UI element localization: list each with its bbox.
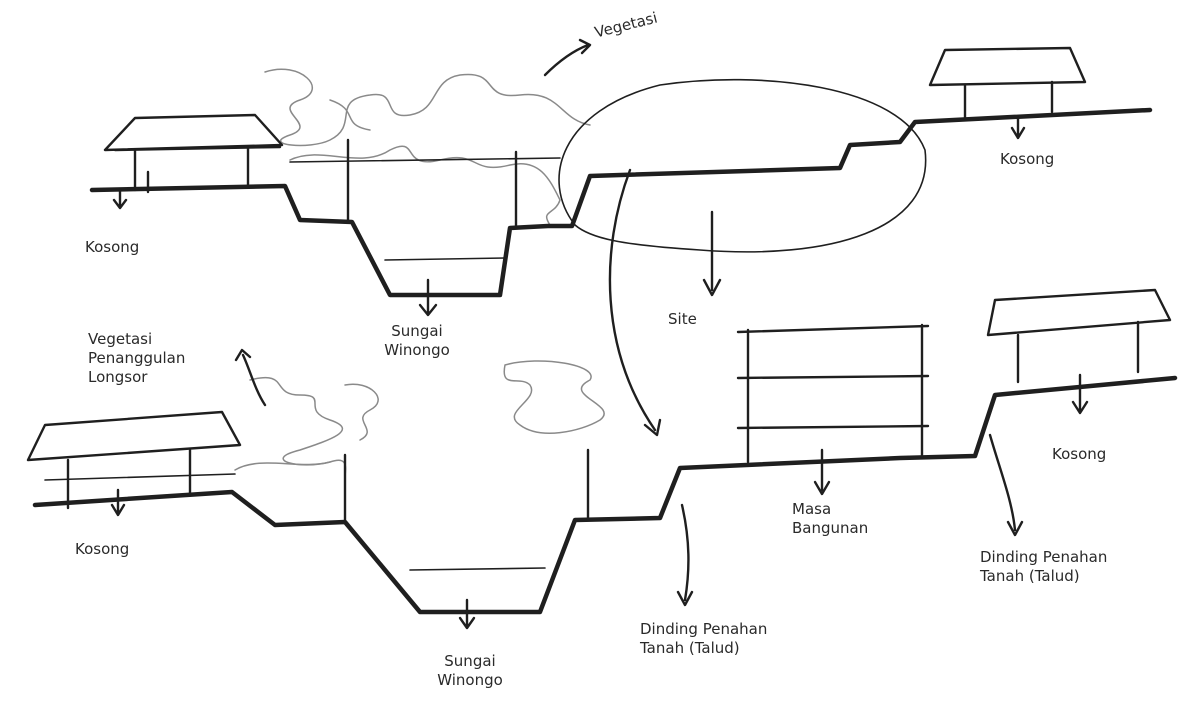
arrow-icon: [1012, 118, 1024, 138]
arrow-icon: [112, 490, 124, 515]
label-kosong: Kosong: [1000, 150, 1054, 169]
label-site: Site: [668, 310, 697, 329]
arrow-icon: [545, 40, 590, 75]
arrow-icon: [990, 435, 1022, 535]
arrow-icon: [610, 170, 660, 435]
vegetation-icon: [235, 462, 330, 470]
house-icon: [105, 115, 282, 190]
arrow-icon: [420, 280, 436, 315]
arrow-icon: [815, 450, 829, 494]
arrow-icon: [678, 505, 692, 605]
vegetation-icon: [504, 361, 604, 433]
label-sungai-winongo: Sungai Winongo: [372, 322, 462, 360]
label-kosong: Kosong: [75, 540, 129, 559]
building-mass: [738, 325, 928, 462]
label-dinding-penahan-tanah: Dinding Penahan Tanah (Talud): [640, 620, 790, 658]
label-kosong: Kosong: [85, 238, 139, 257]
house-icon: [930, 48, 1085, 120]
label-sungai-winongo: Sungai Winongo: [425, 652, 515, 690]
label-masa-bangunan: Masa Bangunan: [792, 500, 902, 538]
top-section: [92, 40, 1150, 315]
label-kosong: Kosong: [1052, 445, 1106, 464]
label-dinding-penahan-tanah: Dinding Penahan Tanah (Talud): [980, 548, 1130, 586]
terrain-profile: [92, 110, 1150, 295]
arrow-icon: [704, 212, 720, 295]
vegetation-icon: [265, 69, 590, 145]
arrow-icon: [1073, 375, 1087, 413]
label-vegetasi-penanggulan: Vegetasi Penanggulan Longsor: [88, 330, 198, 386]
house-icon: [988, 290, 1170, 382]
vegetation-icon: [345, 384, 378, 440]
